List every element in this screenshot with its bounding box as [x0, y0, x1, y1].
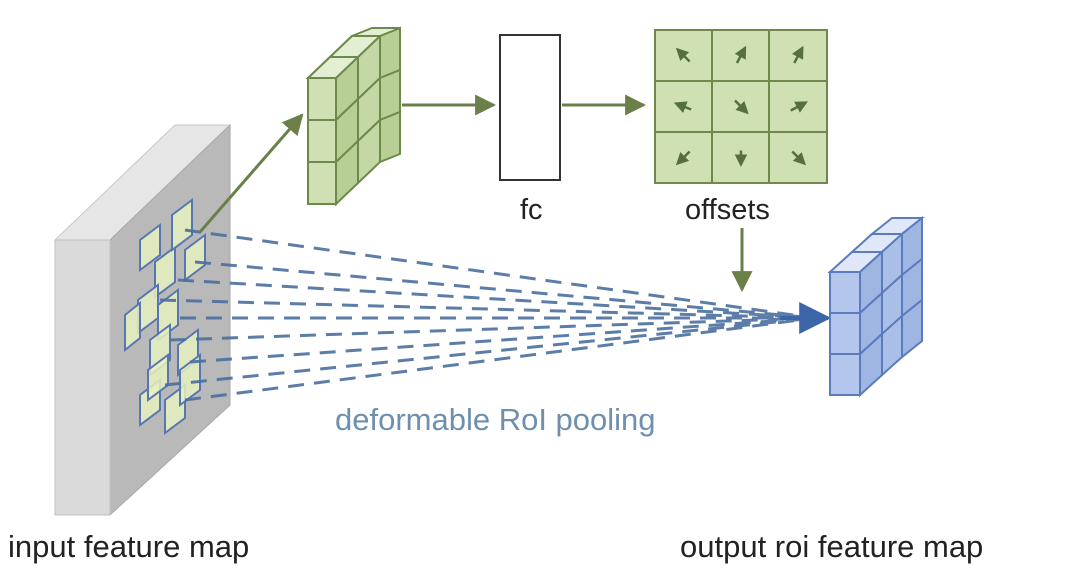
offsets-label: offsets [685, 194, 770, 226]
offset-arrow-5 [734, 99, 749, 115]
roi-feature-cube [305, 26, 401, 207]
input-label: input feature map [8, 529, 250, 564]
offset-arrows [673, 45, 808, 167]
output-label: output roi feature map [680, 529, 984, 564]
offset-arrow-7 [675, 150, 691, 166]
arrow-input-to-features [198, 113, 304, 233]
pooling-label: deformable RoI pooling [335, 402, 656, 437]
offset-arrow-9 [791, 150, 807, 166]
offset-arrow-4 [673, 101, 692, 114]
offset-arrow-3 [792, 45, 804, 64]
fc-label: fc [520, 194, 543, 226]
offset-arrow-2 [734, 45, 747, 64]
pooling-projection-lines [159, 228, 816, 402]
output-roi-cube [827, 215, 925, 398]
offset-arrow-6 [790, 101, 808, 113]
fc-box [499, 34, 561, 181]
offset-arrow-1 [675, 47, 691, 63]
sampled-roi-cells [124, 198, 206, 435]
